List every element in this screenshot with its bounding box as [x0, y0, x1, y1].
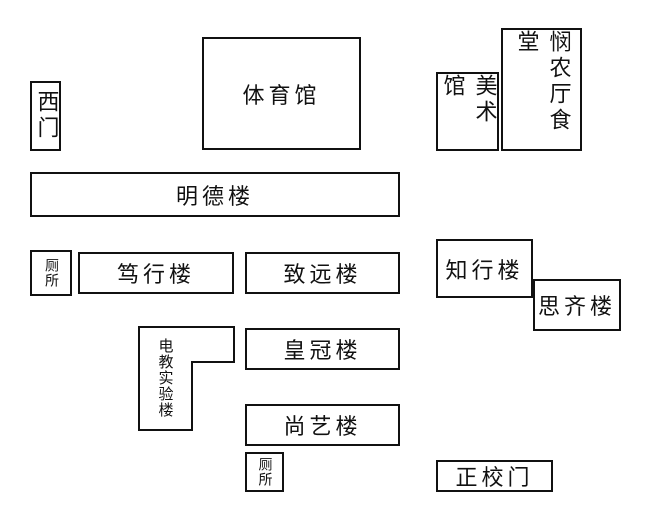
duxing-building-label: 笃行楼 [116, 263, 195, 288]
zhixing-building: 知行楼 [436, 239, 533, 298]
main-gate: 正校门 [436, 460, 553, 492]
toilet-2: 厕所 [245, 452, 284, 492]
duxing-building: 笃行楼 [78, 252, 234, 294]
gym-label: 体育馆 [242, 83, 321, 109]
mingde-building-label: 明德楼 [175, 184, 254, 210]
siqi-building-label: 思齐楼 [537, 295, 616, 320]
zhiyuan-building: 致远楼 [245, 252, 400, 294]
canteen-label: 悯农厅食堂 [513, 30, 571, 134]
toilet-1: 厕所 [30, 250, 72, 296]
av-lab-building: 电教实验楼 [140, 326, 192, 430]
gym: 体育馆 [202, 37, 361, 150]
huangguan-building: 皇冠楼 [245, 328, 400, 370]
toilet-1-label: 厕所 [43, 258, 59, 288]
west-gate-label: 西门 [33, 90, 59, 142]
shangyi-building: 尚艺楼 [245, 404, 400, 446]
toilet-2-label: 厕所 [256, 457, 273, 487]
huangguan-building-label: 皇冠楼 [283, 339, 362, 364]
canteen: 悯农厅食堂 [501, 28, 582, 151]
av-lab-building-label: 电教实验楼 [156, 338, 175, 418]
west-gate: 西门 [30, 81, 61, 151]
main-gate-label: 正校门 [455, 466, 534, 491]
art-hall: 美术馆 [436, 72, 499, 151]
shangyi-building-label: 尚艺楼 [283, 415, 362, 440]
mingde-building: 明德楼 [30, 172, 400, 217]
siqi-building: 思齐楼 [533, 279, 621, 331]
zhiyuan-building-label: 致远楼 [283, 263, 362, 288]
zhixing-building-label: 知行楼 [445, 258, 524, 284]
art-hall-label: 美术馆 [439, 74, 497, 126]
